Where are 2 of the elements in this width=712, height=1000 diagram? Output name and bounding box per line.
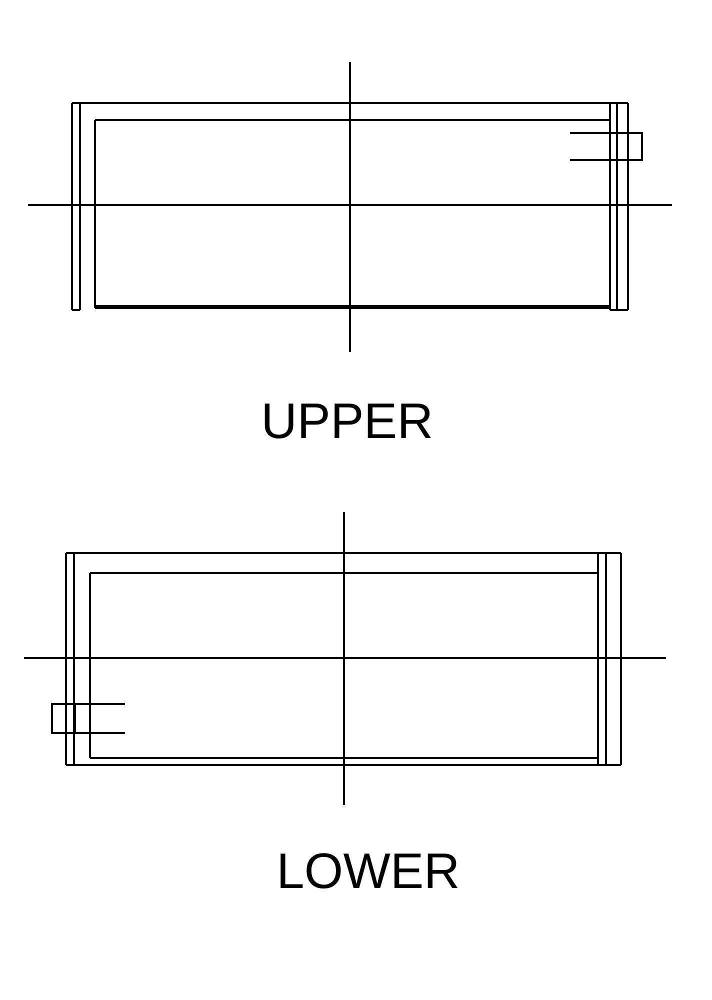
view-label: LOWER: [276, 846, 460, 896]
view-label: UPPER: [261, 396, 434, 446]
